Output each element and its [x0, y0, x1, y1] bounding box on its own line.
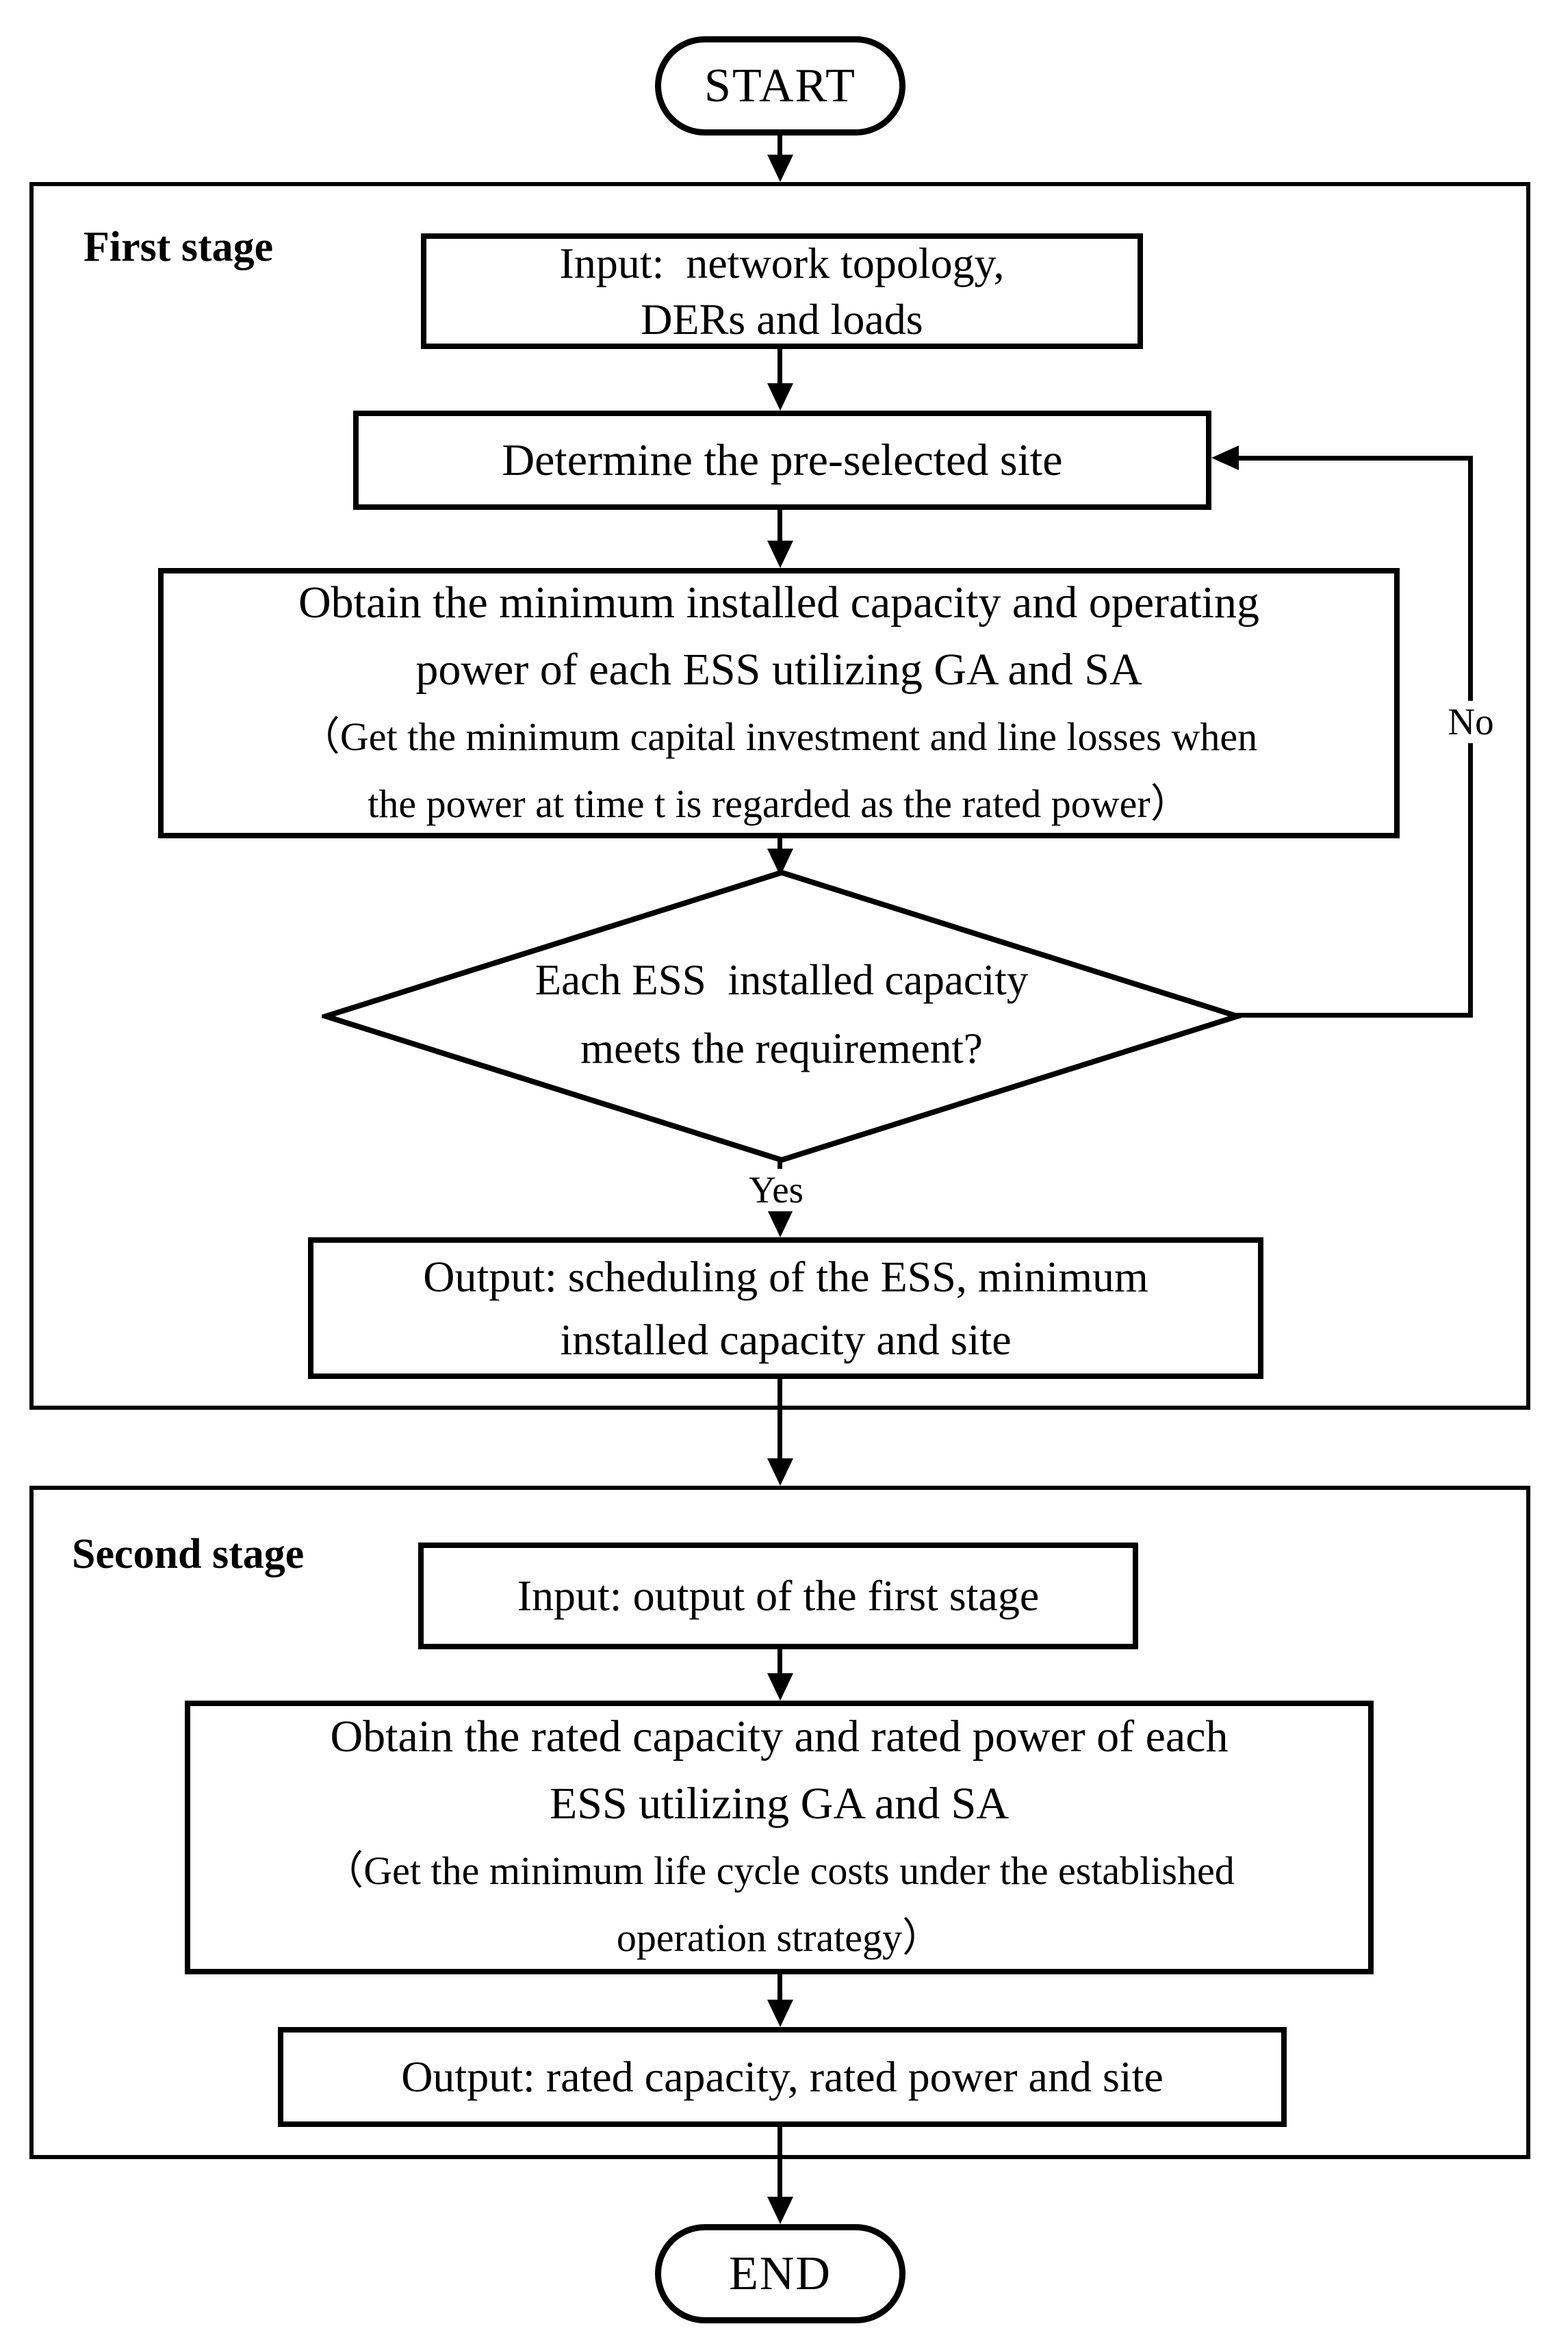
- output-box-stage2-text: Output: rated capacity, rated power and …: [401, 2052, 1164, 2101]
- decision-diamond-text: Each ESS installed capacity meets the re…: [535, 956, 1029, 1072]
- connector-input1-to-determine: [777, 349, 782, 387]
- connector-determine-to-process1: [777, 510, 782, 544]
- determine-site-box: Determine the pre-selected site: [353, 411, 1211, 510]
- input-box-stage2-text: Input: output of the first stage: [517, 1571, 1040, 1620]
- arrowhead-down-icon: [767, 2000, 793, 2027]
- process-box-stage1-main: Obtain the minimum installed capacity an…: [298, 577, 1259, 695]
- determine-site-text: Determine the pre-selected site: [502, 435, 1063, 485]
- arrowhead-down-icon: [767, 155, 793, 182]
- decision-diamond: [322, 869, 1242, 1163]
- process-box-stage2: Obtain the rated capacity and rated powe…: [185, 1701, 1374, 1974]
- arrowhead-down-icon: [767, 1673, 793, 1701]
- output-box-stage1: Output: scheduling of the ESS, minimum i…: [308, 1237, 1263, 1379]
- arrowhead-down-icon: [767, 383, 793, 411]
- yes-edge-label: Yes: [743, 1169, 810, 1211]
- end-terminal: END: [655, 2224, 905, 2323]
- no-loop-bottom-segment: [1236, 1013, 1473, 1018]
- arrowhead-down-icon: [767, 541, 793, 568]
- connector-output2-to-end: [777, 2127, 782, 2199]
- process-box-stage1: Obtain the minimum installed capacity an…: [158, 568, 1400, 838]
- connector-process1-to-decision: [777, 838, 782, 853]
- process-box-stage2-note: （Get the minimum life cycle costs under …: [324, 1848, 1235, 1960]
- process-box-stage1-note: （Get the minimum capital investment and …: [300, 714, 1258, 826]
- first-stage-label: First stage: [83, 224, 274, 270]
- start-label: START: [704, 59, 856, 112]
- output-box-stage1-text: Output: scheduling of the ESS, minimum i…: [423, 1252, 1148, 1364]
- connector-start-to-stage1: [777, 136, 782, 157]
- arrowhead-down-icon: [767, 2197, 793, 2224]
- output-box-stage2: Output: rated capacity, rated power and …: [278, 2027, 1287, 2127]
- no-edge-label: No: [1442, 701, 1500, 743]
- arrowhead-down-icon: [767, 1458, 793, 1486]
- input-box-stage1: Input: network topology, DERs and loads: [421, 233, 1143, 349]
- connector-input2-to-process2: [777, 1649, 782, 1677]
- no-loop-top-segment: [1225, 456, 1473, 461]
- process-box-stage2-main: Obtain the rated capacity and rated powe…: [330, 1712, 1229, 1829]
- end-label: END: [729, 2247, 832, 2300]
- start-terminal: START: [655, 36, 905, 136]
- input-box-stage1-text: Input: network topology, DERs and loads: [559, 238, 1005, 344]
- input-box-stage2: Input: output of the first stage: [418, 1543, 1138, 1649]
- connector-output1-to-stage2: [777, 1378, 782, 1461]
- second-stage-label: Second stage: [72, 1531, 305, 1577]
- arrowhead-left-icon: [1211, 446, 1239, 470]
- arrowhead-down-icon: [767, 1210, 793, 1237]
- connector-process2-to-output2: [777, 1974, 782, 2002]
